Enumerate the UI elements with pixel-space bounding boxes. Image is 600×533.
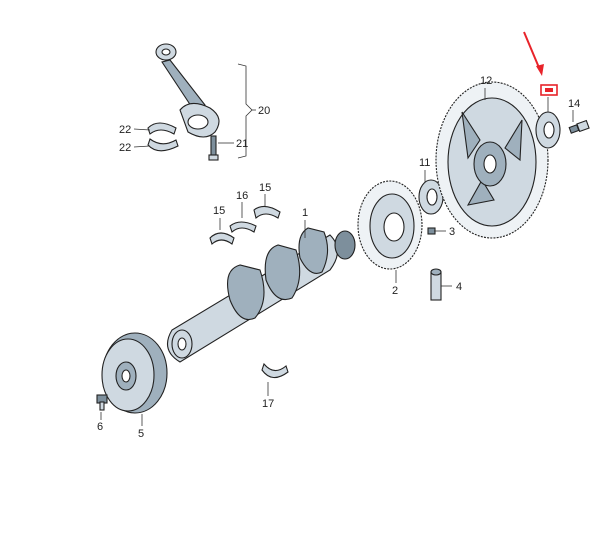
drive-plate[interactable] [357,180,423,270]
callout-2: 2 [392,285,398,297]
rod-bolt[interactable] [208,135,219,161]
info-marker-icon[interactable] [540,84,558,96]
callout-15-left: 15 [213,205,225,217]
main-bearing-shell-15b[interactable] [253,205,281,220]
crankshaft[interactable] [166,227,356,363]
callout-20: 20 [258,105,270,117]
callout-21: 21 [236,138,248,150]
callout-11: 11 [419,157,430,169]
flywheel[interactable] [435,81,549,239]
callout-4: 4 [456,281,462,293]
dowel-sleeve-4[interactable] [430,268,442,301]
bearing-shell-17[interactable] [261,362,289,379]
callout-5: 5 [138,428,144,440]
callout-1: 1 [302,207,308,219]
flywheel-bolt[interactable] [568,119,590,134]
bearing-shell-upper[interactable] [147,122,177,135]
callout-14: 14 [568,98,580,110]
callout-22-lower: 22 [119,142,131,154]
callout-16: 16 [236,190,248,202]
vibration-damper-pulley[interactable] [101,332,168,414]
main-bearing-shell-15a[interactable] [209,232,235,245]
callout-12: 12 [480,75,492,87]
plate-bolt-3[interactable] [427,227,436,235]
thrust-washer-16[interactable] [229,221,257,233]
callout-6: 6 [97,421,103,433]
highlight-arrow-icon [523,31,544,76]
callout-15-right: 15 [259,182,271,194]
bearing-shell-lower[interactable] [147,138,179,152]
pulley-bolt[interactable] [96,394,108,411]
flywheel-washer[interactable] [535,111,561,149]
callout-22-upper: 22 [119,124,131,136]
leader-lines [100,88,574,426]
connecting-rod[interactable] [155,43,220,138]
callout-3: 3 [449,226,455,238]
callout-17: 17 [262,398,274,410]
